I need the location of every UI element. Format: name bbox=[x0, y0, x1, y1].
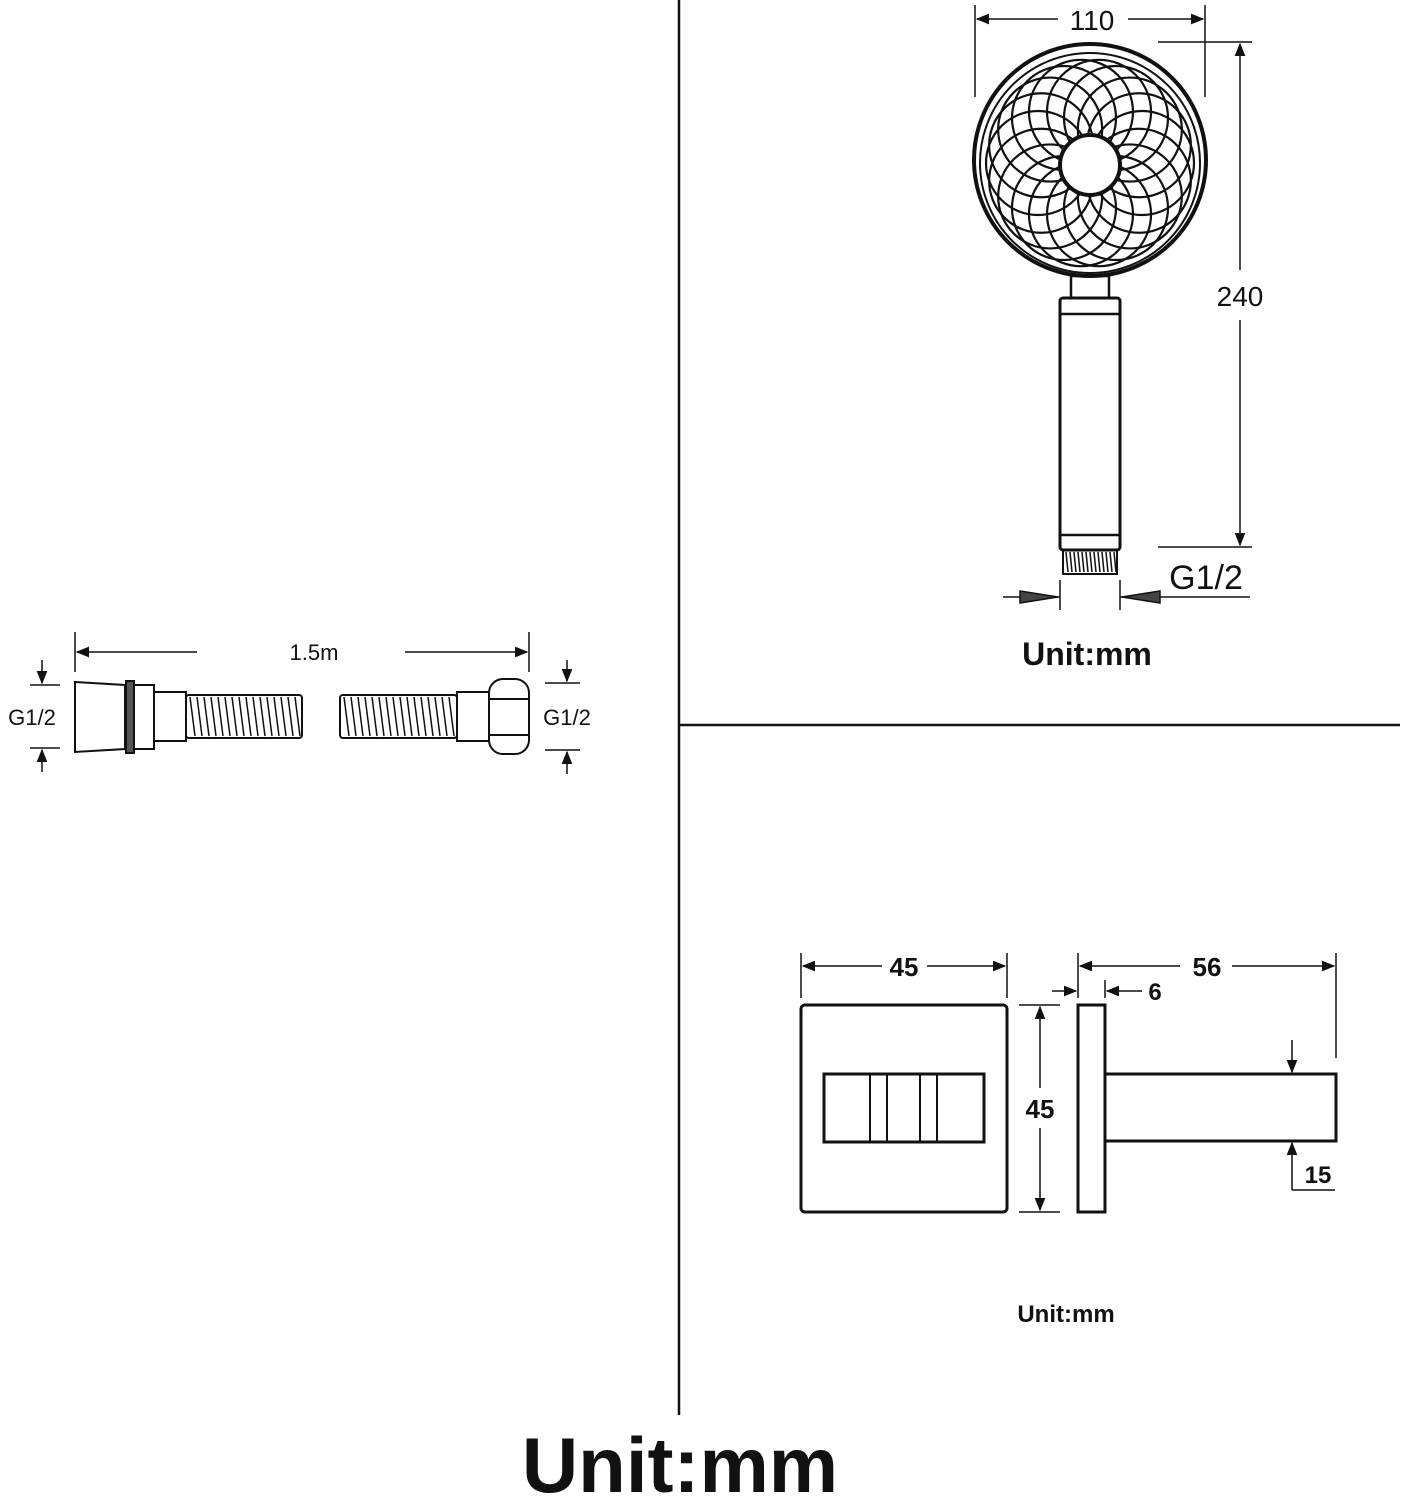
holder-plate-height-label: 45 bbox=[1026, 1094, 1055, 1124]
shower-height-dimension bbox=[1158, 41, 1252, 548]
shower-height-label: 240 bbox=[1217, 281, 1264, 312]
footer-unit-label: Unit:mm bbox=[522, 1421, 838, 1500]
hose-right-ribs bbox=[343, 696, 455, 737]
shower-center-cap bbox=[1058, 133, 1122, 197]
hose-drawing bbox=[74, 678, 530, 755]
hose-right-thread-dimension bbox=[545, 660, 580, 774]
hose-rib bbox=[231, 696, 238, 737]
hose-rib bbox=[420, 696, 427, 737]
hose-rib bbox=[350, 696, 357, 737]
thread-tooth bbox=[1069, 551, 1073, 573]
hose-rib bbox=[392, 696, 399, 737]
hose-left-ferrule bbox=[153, 691, 187, 742]
shower-thread-label: G1/2 bbox=[1169, 559, 1243, 597]
hose-rib bbox=[252, 696, 259, 737]
shower-neck bbox=[1069, 274, 1111, 300]
hose-rib bbox=[245, 696, 252, 737]
thread-tooth bbox=[1065, 551, 1069, 573]
shower-width-dimension bbox=[974, 5, 1206, 97]
shower-width-label: 110 bbox=[1070, 5, 1115, 36]
hose-rib bbox=[210, 696, 217, 737]
rosette-loop bbox=[1076, 76, 1183, 183]
hose-rib bbox=[189, 696, 196, 737]
shower-thread-arrow-left bbox=[1019, 590, 1059, 604]
holder-plate-height-dimension bbox=[1019, 1004, 1060, 1213]
thread-tooth bbox=[1109, 551, 1113, 573]
shower-head-inner-rim bbox=[979, 52, 1201, 274]
hose-rib bbox=[399, 696, 406, 737]
shower-handle bbox=[1058, 296, 1122, 552]
hose-length-label: 1.5m bbox=[290, 640, 339, 665]
holder-depth-label: 56 bbox=[1193, 952, 1222, 982]
hose-rib bbox=[378, 696, 385, 737]
hose-right-ferrule bbox=[456, 691, 490, 742]
hose-rib bbox=[259, 696, 266, 737]
hose-right-hex-nut bbox=[488, 678, 530, 755]
holder-arm-height-dimension bbox=[1286, 1040, 1335, 1191]
rosette-loop bbox=[997, 76, 1104, 183]
hose-rib bbox=[238, 696, 245, 737]
hose-rib bbox=[385, 696, 392, 737]
thread-tooth bbox=[1093, 551, 1097, 573]
hose-rib bbox=[280, 696, 287, 737]
thread-tooth bbox=[1081, 551, 1085, 573]
hose-rib bbox=[196, 696, 203, 737]
hose-left-cone-nut bbox=[74, 680, 126, 754]
holder-plate-width-label: 45 bbox=[890, 952, 919, 982]
hose-left-thread-dimension bbox=[30, 660, 60, 772]
hose-left-thread-label: G1/2 bbox=[8, 705, 56, 730]
hose-rib bbox=[273, 696, 280, 737]
holder-side-plate bbox=[1076, 1003, 1107, 1214]
handheld-shower-drawing bbox=[972, 42, 1208, 575]
hose-rib bbox=[434, 696, 441, 737]
holder-front-plate bbox=[799, 1003, 1009, 1214]
hose-rib bbox=[357, 696, 364, 737]
thread-tooth bbox=[1097, 551, 1101, 573]
hose-rib bbox=[448, 696, 455, 737]
hose-rib bbox=[427, 696, 434, 737]
thread-tooth bbox=[1105, 551, 1109, 573]
shower-thread-dimension bbox=[1003, 580, 1250, 610]
thread-tooth bbox=[1089, 551, 1093, 573]
hose-left-collar bbox=[133, 684, 155, 750]
shower-unit-label: Unit:mm bbox=[1022, 636, 1152, 672]
holder-thickness-dimension bbox=[1052, 980, 1142, 998]
hose-rib bbox=[294, 696, 301, 737]
holder-arm-height-label: 15 bbox=[1305, 1162, 1332, 1189]
hose-left-washer bbox=[125, 680, 135, 754]
thread-tooth bbox=[1085, 551, 1089, 573]
hose-rib bbox=[217, 696, 224, 737]
hose-rib bbox=[406, 696, 413, 737]
shower-thread-arrow-right bbox=[1121, 590, 1161, 604]
hose-length-dimension bbox=[74, 632, 530, 672]
wall-holder-drawing bbox=[799, 1003, 1338, 1214]
hose-rib bbox=[364, 696, 371, 737]
thread-tooth bbox=[1077, 551, 1081, 573]
holder-unit-label: Unit:mm bbox=[1017, 1301, 1114, 1328]
holder-thickness-label: 6 bbox=[1148, 979, 1161, 1006]
holder-plate-width-dimension bbox=[800, 953, 1008, 998]
hose-rib bbox=[287, 696, 294, 737]
shower-thread-connector bbox=[1062, 549, 1118, 575]
hose-rib bbox=[441, 696, 448, 737]
hose-rib bbox=[266, 696, 273, 737]
holder-side-arm bbox=[1103, 1072, 1338, 1143]
hose-rib bbox=[413, 696, 420, 737]
hose-left-ribs bbox=[189, 696, 301, 737]
hose-rib bbox=[224, 696, 231, 737]
hose-rib bbox=[371, 696, 378, 737]
holder-front-bar bbox=[822, 1072, 986, 1144]
thread-tooth bbox=[1073, 551, 1077, 573]
hose-rib bbox=[343, 696, 350, 737]
hose-right-thread-label: G1/2 bbox=[543, 705, 591, 730]
hose-left-segment bbox=[185, 694, 303, 739]
thread-tooth bbox=[1101, 551, 1105, 573]
shower-thread-teeth bbox=[1065, 551, 1117, 573]
hose-rib bbox=[203, 696, 210, 737]
thread-tooth bbox=[1113, 551, 1117, 573]
holder-depth-dimension bbox=[1077, 953, 1337, 1058]
panel-dividers bbox=[677, 0, 1400, 1415]
